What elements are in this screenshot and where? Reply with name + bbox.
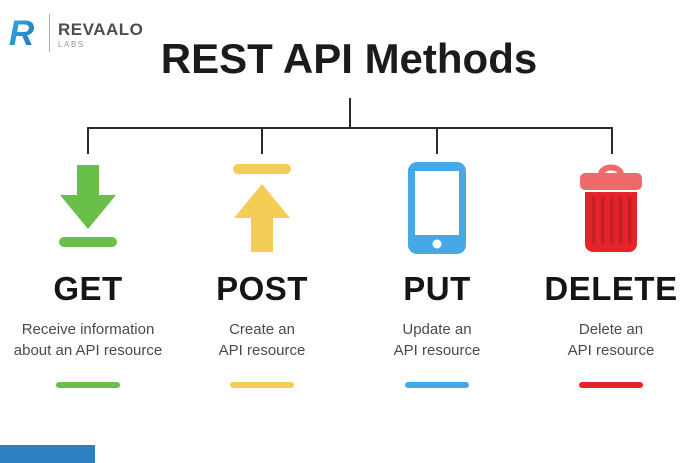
- method-column-post: POST Create an API resource: [177, 156, 347, 388]
- logo-text: REVAALO LABS: [58, 13, 143, 49]
- tree-connector-drop-post: [261, 128, 263, 154]
- logo-divider: [49, 14, 50, 52]
- description-line-2: API resource: [567, 342, 655, 359]
- tree-connector-stem: [349, 98, 351, 128]
- method-column-get: GET Receive information about an API res…: [3, 156, 173, 388]
- tree-connector-bar: [87, 127, 613, 129]
- revaalo-logo: R REVAALO LABS: [8, 13, 143, 52]
- description-line-1: Delete an: [578, 321, 644, 338]
- upload-arrow-icon: [231, 156, 293, 260]
- description-line-2: about an API resource: [13, 342, 163, 359]
- accent-underline: [405, 382, 469, 388]
- description-line-1: Update an: [402, 321, 472, 338]
- method-description: Create an API resource: [219, 319, 306, 361]
- method-description: Delete an API resource: [568, 319, 655, 361]
- accent-underline: [579, 382, 643, 388]
- method-name: PUT: [403, 270, 471, 307]
- method-description: Update an API resource: [394, 319, 481, 361]
- method-description: Receive information about an API resourc…: [14, 319, 162, 361]
- trash-icon: [578, 156, 644, 260]
- method-name: POST: [216, 270, 308, 307]
- logo-subtitle: LABS: [58, 40, 85, 49]
- page-title: REST API Methods: [160, 35, 538, 82]
- logo-name: REVAALO: [58, 20, 144, 39]
- description-line-2: API resource: [218, 342, 306, 359]
- tree-connector-drop-put: [436, 128, 438, 154]
- method-column-delete: DELETE Delete an API resource: [526, 156, 696, 388]
- accent-underline: [56, 382, 120, 388]
- svg-text:R: R: [9, 14, 35, 51]
- bottom-accent-bar: [0, 445, 95, 463]
- download-arrow-icon: [57, 156, 119, 260]
- method-column-put: PUT Update an API resource: [352, 156, 522, 388]
- description-line-2: API resource: [393, 342, 481, 359]
- accent-underline: [230, 382, 294, 388]
- description-line-1: Create an: [229, 321, 295, 338]
- revaalo-r-icon: R: [9, 14, 35, 51]
- method-name: GET: [53, 270, 123, 307]
- phone-icon: [408, 156, 466, 260]
- tree-connector-drop-get: [87, 128, 89, 154]
- description-line-1: Receive information: [21, 321, 155, 338]
- tree-connector-drop-delete: [611, 128, 613, 154]
- method-name: DELETE: [544, 270, 678, 307]
